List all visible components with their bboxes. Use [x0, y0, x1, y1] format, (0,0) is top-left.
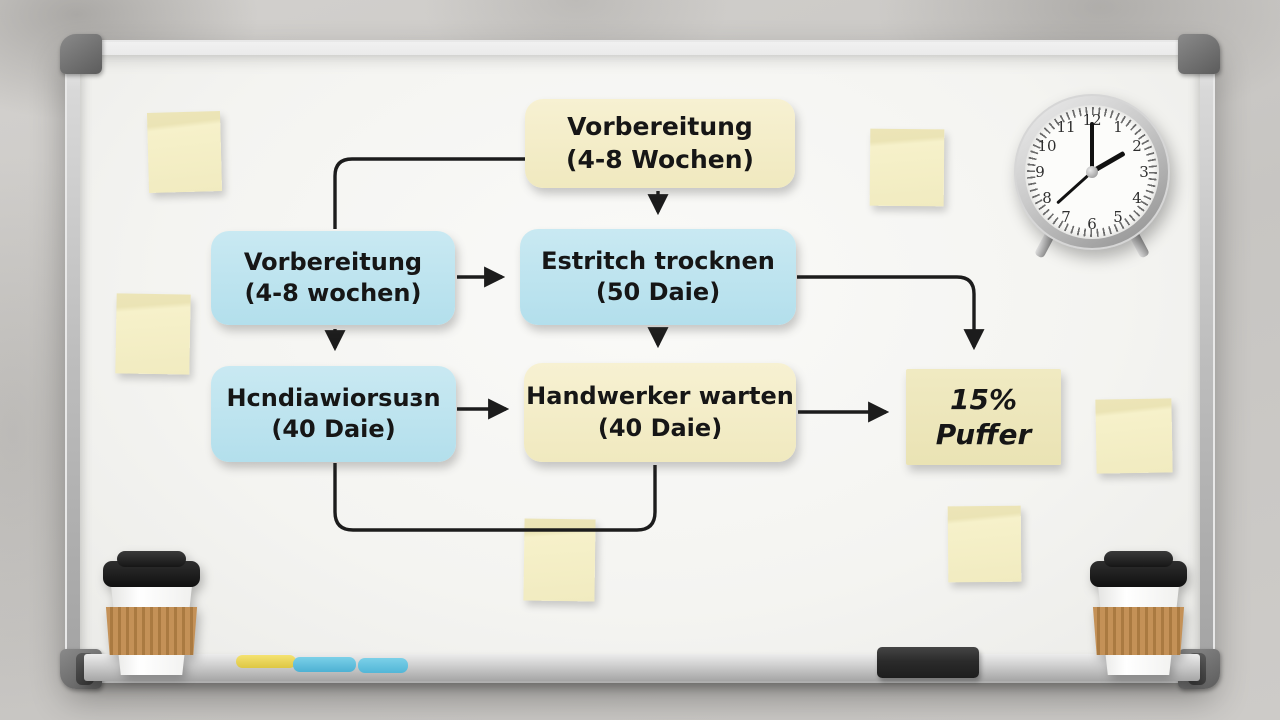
- clock-number: 5: [1113, 208, 1123, 226]
- clock-number: 11: [1056, 118, 1076, 136]
- sticky-note: [869, 128, 945, 207]
- clock-number: 8: [1042, 189, 1052, 207]
- node-duration: (40 Daie): [597, 413, 723, 442]
- node-duration: (40 Daie): [271, 415, 396, 443]
- clock-number: 4: [1132, 189, 1142, 207]
- node-label: Handwerker warten: [526, 382, 794, 411]
- node-duration: (50 Daie): [595, 278, 721, 306]
- marker-blue: [358, 658, 408, 673]
- cup-sleeve: [1092, 607, 1185, 655]
- clock-number: 9: [1035, 163, 1045, 181]
- cup-sleeve: [105, 607, 198, 655]
- whiteboard-eraser: [877, 647, 979, 678]
- alarm-clock: 12 1 2 3 4 5 6 7 8 9 10 11: [1014, 94, 1170, 259]
- clock-number: 2: [1132, 137, 1142, 155]
- sticky-note: [947, 505, 1022, 583]
- sticky-note: [1095, 398, 1173, 474]
- marker-yellow: [236, 655, 296, 668]
- coffee-cup-right: [1090, 551, 1187, 675]
- clock-body: 12 1 2 3 4 5 6 7 8 9 10 11: [1014, 94, 1170, 250]
- node-label: Estritch trocknen: [541, 246, 775, 275]
- clock-number: 1: [1113, 118, 1123, 136]
- sticky-note: [146, 111, 223, 193]
- frame-corner-top-left: [60, 34, 102, 74]
- clock-number: 6: [1087, 215, 1097, 233]
- node-duration: (4-8 Wochen): [566, 144, 754, 174]
- sticky-note: [115, 293, 191, 375]
- clock-hub: [1086, 166, 1098, 178]
- coffee-cup-left: [103, 551, 200, 675]
- node-label: 15%: [949, 383, 1018, 416]
- marker-blue: [293, 657, 356, 672]
- node-vorbereitung-left: Vorbereitung (4-8 wochen): [211, 231, 455, 325]
- clock-number: 10: [1037, 137, 1057, 155]
- node-vorbereitung-top: Vorbereitung (4-8 Wochen): [525, 99, 795, 188]
- clock-number: 12: [1082, 111, 1102, 129]
- clock-minute-hand: [1090, 122, 1094, 172]
- cup-lid-top: [1103, 551, 1174, 567]
- node-duration: Puffer: [935, 418, 1032, 451]
- node-label: Vorbereitung: [243, 247, 423, 276]
- node-trades-left: Hcndiawiorsuзn (40 Daie): [211, 366, 456, 462]
- connector-bottom-loop: [333, 463, 657, 532]
- node-estrich-trocknen: Estritch trocknen (50 Daie): [520, 229, 796, 325]
- frame-corner-top-right: [1178, 34, 1220, 74]
- node-puffer: 15% Puffer: [906, 369, 1061, 465]
- clock-number: 7: [1061, 208, 1071, 226]
- node-label: Hcndiawiorsuзn: [226, 383, 441, 412]
- clock-number: 3: [1139, 163, 1149, 181]
- connector-estrich-to-puffer: [797, 275, 985, 351]
- connector-preptop-to-prepleft: [333, 157, 525, 229]
- cup-lid-top: [116, 551, 187, 567]
- node-duration: (4-8 wochen): [244, 279, 422, 307]
- node-handwerker-warten: Handwerker warten (40 Daie): [524, 363, 796, 462]
- node-label: Vorbereitung: [567, 112, 753, 141]
